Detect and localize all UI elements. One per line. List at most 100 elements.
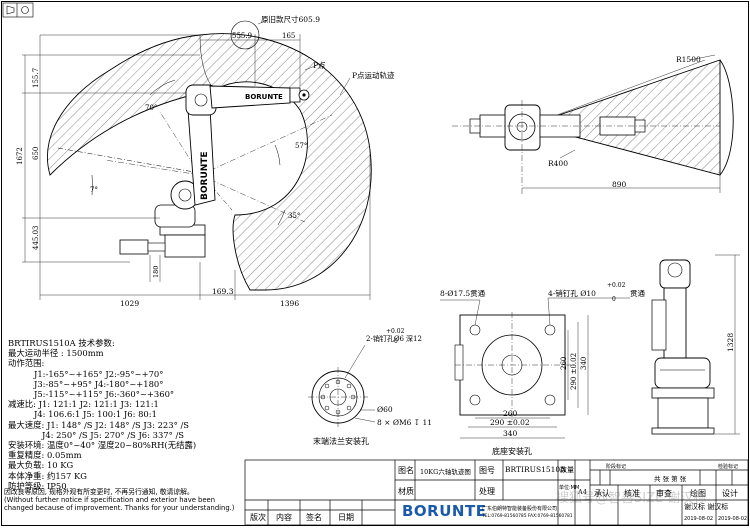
tb-date-label: 日期 — [338, 513, 354, 522]
dim-555-9: 555.9 — [232, 32, 252, 40]
dim-1396: 1396 — [280, 299, 299, 308]
robot-side-view — [119, 84, 310, 258]
tb-design: 设计 — [722, 489, 738, 498]
tb-sheets: 共 张 第 张 — [654, 475, 687, 483]
tb-company: 广东伯朗特智能装备股份有限公司 — [482, 506, 558, 512]
label-p-point: P点 — [313, 61, 326, 70]
dim-445-03: 445.03 — [32, 226, 40, 251]
tb-content: 内容 — [276, 513, 292, 522]
tb-signature: 签名 — [306, 513, 322, 522]
dim-650: 650 — [32, 147, 40, 160]
angle-70: 70° — [145, 104, 157, 112]
flange-pin-label: 2-销钉孔Ø6 — [366, 334, 405, 343]
tb-version: 版次 — [250, 513, 266, 522]
spec-protection: 防护等级: IP50 — [8, 480, 67, 491]
arm-horizontal-logo: BORUNTE — [245, 93, 283, 101]
base-dim-340-h: 340 — [503, 429, 518, 438]
spec-ratio-row1: 减速比: J1: 121:1 J2: 121:1 J3: 121:1 — [8, 399, 159, 410]
base-pin-hole-label: 4-销钉孔 Ø10 — [548, 288, 596, 298]
base-through-hole-label: 8-Ø17.5贯通 — [440, 288, 486, 298]
flange-caption: 末端法兰安装孔 — [313, 436, 369, 446]
dim-1672: 1672 — [16, 147, 24, 165]
spec-range-row1: J1:-165°~+165° J2:-95°~+70° — [34, 368, 164, 379]
tb-contact: TEL:0769-81560785 FAX:0769-81560781 — [482, 514, 573, 519]
flange-tol-plus: +0.02 — [386, 328, 405, 335]
base-tol-zero: 0 — [612, 296, 616, 303]
base-dim-260-v: 260 — [560, 357, 568, 370]
tb-drawing-no: BRTIRUS1510A — [505, 465, 566, 474]
spec-env: 安装环境: 温度0°~40° 湿度20~80%RH(无结露) — [8, 440, 197, 451]
tb-names: 谢汉标 谢汉标 — [684, 503, 729, 511]
notice-en-2: changed because of improvement. Thanks f… — [4, 503, 235, 512]
dim-180: 180 — [152, 266, 160, 278]
tb-date-1: 2019-08-02 — [684, 516, 714, 522]
dim-r400: R400 — [548, 159, 568, 168]
plan-view — [452, 54, 734, 195]
tb-unit-label: 单位:MM — [559, 485, 580, 491]
brand-logo: BORUNTE — [402, 502, 487, 520]
base-pin-through-label: 贯通 — [630, 288, 645, 298]
angle-7: 7° — [90, 186, 98, 194]
dim-1328: 1328 — [726, 333, 735, 352]
tb-inspect-label: 检验标记 — [718, 464, 739, 470]
tb-drawing-name: 10KG六轴轨迹图 — [420, 468, 471, 476]
change-notice: 因改良等原因, 规格外观有所变更时, 不再另行通知, 敬请谅解。 (Withou… — [4, 488, 244, 512]
arm-vertical-logo: BORUNTE — [200, 151, 210, 200]
tb-drawing-no-label: 图号 — [479, 466, 495, 475]
tb-paper: A4 — [578, 488, 587, 496]
tb-review: 审查 — [656, 489, 672, 498]
spec-title: BRTIRUS1510A 技术参数: — [8, 338, 115, 348]
flange-tol-zero: 0 — [394, 338, 398, 345]
old-size-note: 原旧款尺寸605.9 — [261, 14, 320, 24]
spec-load: 最大负载: 10 KG — [8, 460, 74, 471]
dim-890: 890 — [612, 180, 627, 189]
base-dim-260-h: 260 — [503, 409, 518, 418]
flange-dim-thread: 8 × ØM6 ↧ 11 — [377, 418, 432, 427]
tb-qty-label: 数量 — [560, 466, 574, 474]
angle-35: 35° — [288, 212, 300, 220]
tb-date-2: 2019-08-02 — [718, 516, 748, 522]
dim-169-3: 169.3 — [212, 287, 234, 296]
tb-material-label: 材质 — [398, 487, 414, 496]
tb-approve: 承认 — [594, 489, 610, 498]
flange-depth: 深12 — [406, 334, 422, 343]
spec-weight: 本体净重: 约157 KG — [8, 470, 87, 481]
robot-rear-view — [651, 254, 740, 435]
base-dim-290-v: 290 ±0.02 — [570, 353, 578, 390]
spec-speed-row2: J4: 250° /S J5: 270° /S J6: 337° /S — [42, 429, 185, 440]
notice-en-1: (Without further notice if specification… — [4, 495, 216, 504]
tb-drawing-name-label: 图名 — [398, 466, 414, 475]
base-mount-view — [440, 297, 630, 439]
spec-range-row2: J3:-85°~+95° J4:-180°~+180° — [34, 378, 164, 389]
technical-specs: BRTIRUS1510A 技术参数: 最大运动半径 : 1500mm 动作范围:… — [8, 338, 258, 491]
base-tol-plus: +0.02 — [607, 282, 626, 289]
base-dim-290-h: 290 ±0.02 — [490, 418, 530, 427]
spec-speed-row1: 最大速度: J1: 148° /S J2: 148° /S J3: 223° /… — [8, 419, 189, 430]
spec-range-label: 动作范围: — [8, 358, 45, 369]
spec-repeat: 重复精度: 0.05mm — [8, 450, 82, 461]
dim-r1500: R1500 — [676, 55, 701, 64]
spec-range-row3: J5:-115°~+115° J6:-360°~+360° — [34, 389, 175, 400]
tb-stage-label: 阶段标记 — [606, 464, 627, 470]
tb-draw: 绘图 — [690, 489, 706, 498]
angle-57: 57° — [295, 142, 307, 150]
dim-1029: 1029 — [120, 299, 139, 308]
flange-dim-phi60: Ø60 — [377, 405, 393, 414]
spec-ratio-row2: J4: 106.6:1 J5: 100:1 J6: 80:1 — [34, 409, 157, 420]
tb-verify: 核准 — [624, 489, 640, 498]
base-dim-340-v: 340 — [580, 357, 588, 370]
base-caption: 底座安装孔 — [492, 446, 532, 456]
dim-155-7: 155.7 — [32, 68, 40, 88]
notice-cn: 因改良等原因, 规格外观有所变更时, 不再另行通知, 敬请谅解。 — [4, 488, 194, 496]
watermark: 搜狐号@智善SIZE·谢汉标 — [556, 491, 707, 506]
dim-165: 165 — [282, 32, 295, 40]
projection-symbol-icon — [2, 2, 34, 18]
label-p-trajectory: P点运动轨迹 — [352, 70, 395, 80]
flange-view — [308, 344, 376, 427]
title-block-grid — [244, 459, 749, 526]
tb-process-label: 处理 — [479, 487, 495, 496]
spec-reach: 最大运动半径 : 1500mm — [8, 348, 104, 359]
